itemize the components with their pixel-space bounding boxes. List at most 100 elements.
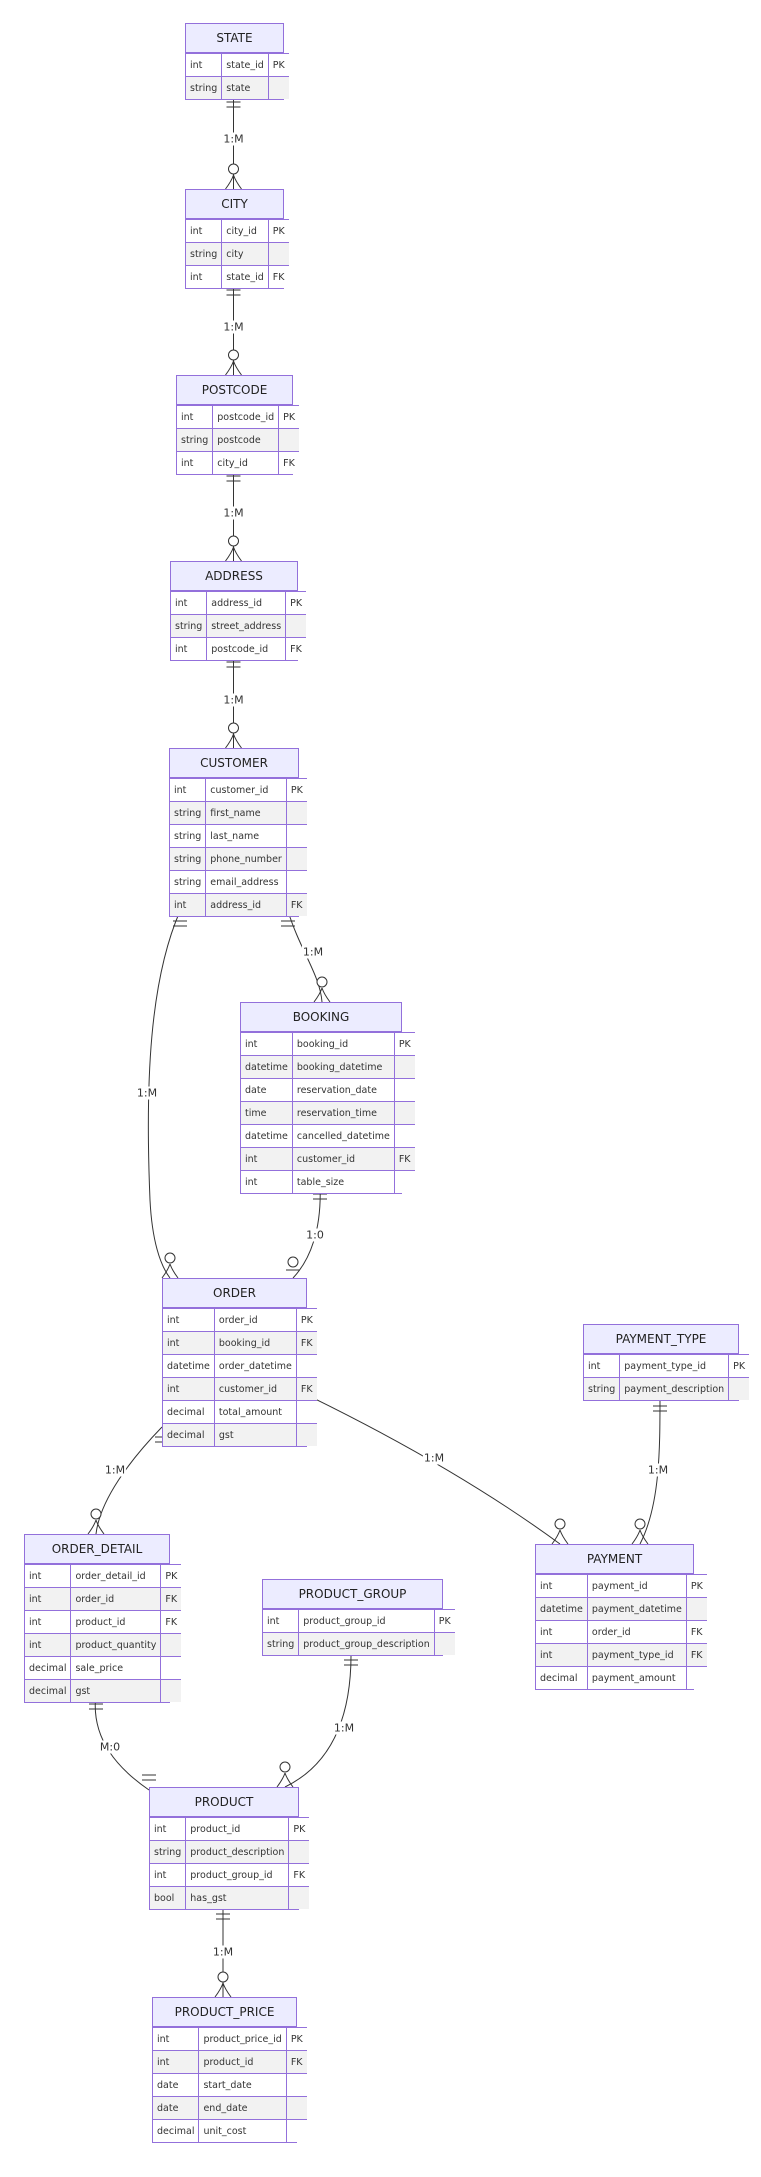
attr-type: int [163, 1308, 215, 1332]
entity-title: PAYMENT_TYPE [584, 1325, 738, 1354]
attr-type: int [241, 1147, 293, 1171]
cardinality-label: 1:0 [305, 1228, 325, 1242]
attr-key [285, 824, 307, 848]
attr-name: city_id [221, 219, 269, 243]
attr-type: decimal [163, 1400, 215, 1424]
attr-name: state_id [221, 53, 269, 77]
attr-name: cancelled_datetime [291, 1124, 395, 1148]
attr-type: date [153, 2073, 200, 2097]
attr-name: payment_description [619, 1377, 730, 1400]
attr-name: last_name [205, 824, 287, 848]
attr-type: date [153, 2096, 200, 2120]
attr-type: string [170, 801, 207, 825]
attr-key [685, 1666, 707, 1689]
attr-key: PK [285, 2027, 307, 2051]
relationship-product-group-to-product [276, 1649, 358, 1788]
attr-key: PK [285, 778, 307, 802]
attr-name: product_quantity [70, 1633, 162, 1657]
attr-key [285, 801, 307, 825]
attr-type: datetime [241, 1055, 293, 1079]
attr-key: PK [295, 1308, 317, 1332]
attr-key [285, 870, 307, 894]
entity-title: PRODUCT [150, 1788, 298, 1817]
attr-name: table_size [291, 1170, 395, 1193]
relationship-line [284, 1649, 352, 1788]
attr-key [288, 1886, 310, 1909]
entity-title: BOOKING [241, 1003, 401, 1032]
cardinality-label: 1:M [422, 1451, 446, 1465]
attr-name: start_date [198, 2073, 287, 2097]
attr-name: total_amount [213, 1400, 297, 1424]
attr-key [295, 1423, 317, 1446]
attr-type: decimal [25, 1656, 72, 1680]
attr-type: datetime [536, 1597, 588, 1621]
attr-name: address_id [205, 893, 287, 916]
attr-type: int [163, 1331, 215, 1355]
entity-title: PAYMENT [536, 1545, 693, 1574]
attr-name: first_name [205, 801, 287, 825]
attr-name: product_id [185, 1817, 290, 1841]
attr-key [295, 1400, 317, 1424]
attr-name: end_date [198, 2096, 287, 2120]
relationship-order-to-order-detail [87, 1426, 169, 1535]
attr-type: int [177, 405, 214, 429]
attr-key [393, 1101, 415, 1125]
attr-key [393, 1170, 415, 1193]
relationship-order-to-payment [298, 1393, 569, 1545]
attr-key: PK [278, 405, 300, 429]
attr-name: customer_id [213, 1377, 297, 1401]
attr-key [433, 1632, 455, 1655]
cardinality-label: 1:M [222, 693, 245, 707]
attr-type: decimal [163, 1423, 215, 1446]
cardinality-label: 1:M [211, 1945, 235, 1959]
attr-type: int [536, 1574, 588, 1598]
cardinality-label: 1:M [103, 1463, 127, 1477]
cardinality-label: 1:M [222, 506, 245, 520]
attr-key [160, 1633, 182, 1657]
attr-type: string [170, 870, 207, 894]
entity-title: CUSTOMER [170, 749, 298, 778]
entity-title: CITY [186, 190, 283, 219]
attr-type: decimal [153, 2119, 200, 2142]
attr-name: address_id [206, 591, 287, 615]
attr-type: int [171, 591, 208, 615]
attr-name: product_id [198, 2050, 287, 2074]
attr-key: PK [267, 53, 289, 77]
attr-name: product_id [70, 1610, 162, 1634]
attr-type: int [153, 2050, 200, 2074]
attr-type: int [241, 1032, 293, 1056]
attr-type: int [186, 219, 223, 243]
attr-name: state_id [221, 265, 269, 288]
attr-name: product_description [185, 1840, 290, 1864]
attr-key [278, 428, 300, 452]
cardinality-label: 1:M [222, 320, 245, 334]
attr-key: PK [728, 1354, 750, 1378]
attr-type: date [241, 1078, 293, 1102]
